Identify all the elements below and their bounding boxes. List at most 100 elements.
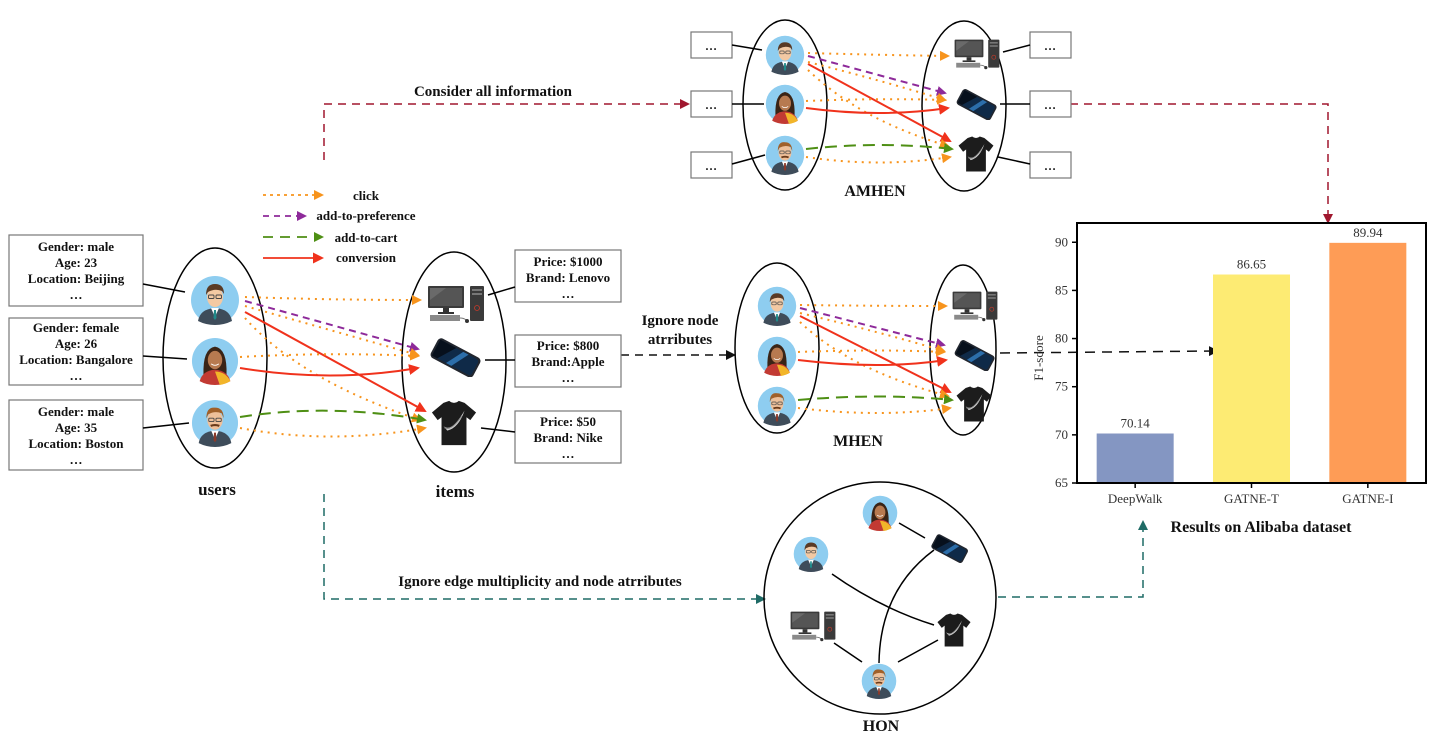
y-tick-label: 85: [1055, 282, 1068, 297]
mhen-female-user-icon: [757, 336, 797, 376]
x-tick-label: GATNE-I: [1342, 491, 1393, 506]
y-tick-label: 70: [1055, 427, 1068, 442]
hon-computer-icon: [790, 611, 836, 642]
svg-text:Gender: male: Gender: male: [38, 239, 114, 254]
items-ellipse: [401, 251, 507, 473]
amhen-female-user-icon: [765, 84, 805, 124]
chart-ylabel: F1-score: [1031, 335, 1046, 381]
amhen-phone-icon: [955, 88, 998, 120]
svg-text:…: …: [70, 287, 83, 302]
svg-text:Brand: Lenovo: Brand: Lenovo: [526, 270, 610, 285]
amhen-title: AMHEN: [844, 183, 906, 200]
user-attributes-3: Gender: male Age: 35 Location: Boston …: [8, 399, 144, 471]
svg-text:Brand: Nike: Brand: Nike: [534, 430, 603, 445]
hon-flow-arrow: [323, 494, 766, 604]
item-attributes-3: Price: $50 Brand: Nike …: [514, 410, 622, 464]
smartphone-icon: [429, 337, 482, 377]
legend-preference-label: add-to-preference: [316, 208, 415, 223]
mhen-shirt-icon: [956, 386, 992, 422]
hon-title: HON: [863, 718, 900, 735]
svg-text:Age: 23: Age: 23: [55, 255, 98, 270]
amhen-to-chart-arrow: [1070, 103, 1333, 224]
svg-text:Price: $800: Price: $800: [537, 338, 599, 353]
hon-shirt-icon: [937, 613, 971, 647]
bar-value-label: 86.65: [1237, 257, 1266, 272]
svg-text:Price: $50: Price: $50: [540, 414, 596, 429]
item-attributes-2: Price: $800 Brand:Apple …: [514, 334, 622, 388]
hon-male-user-icon: [793, 536, 829, 572]
svg-text:…: …: [705, 39, 717, 53]
mhen-flow-label-1: Ignore node: [642, 313, 719, 329]
male-user-glasses-icon: [190, 275, 240, 325]
amhen-shirt-icon: [958, 136, 994, 172]
y-tick-label: 65: [1055, 475, 1068, 490]
users-title: users: [198, 480, 236, 499]
bar-gatne-t: [1213, 274, 1290, 483]
bar-value-label: 89.94: [1353, 225, 1383, 240]
mhen-male-user-2-icon: [757, 386, 797, 426]
hon-phone-icon: [930, 533, 969, 563]
svg-text:…: …: [562, 286, 575, 301]
svg-text:…: …: [70, 452, 83, 467]
svg-text:Location: Bangalore: Location: Bangalore: [19, 352, 133, 367]
svg-text:…: …: [705, 159, 717, 173]
mhen-phone-icon: [953, 339, 996, 371]
legend-click-label: click: [353, 188, 380, 203]
svg-text:…: …: [1044, 39, 1056, 53]
svg-text:…: …: [562, 446, 575, 461]
svg-text:…: …: [70, 368, 83, 383]
chart-title: Results on Alibaba dataset: [1171, 519, 1353, 536]
y-tick-label: 75: [1055, 379, 1068, 394]
bar-value-label: 70.14: [1121, 416, 1151, 431]
svg-text:Location: Beijing: Location: Beijing: [28, 271, 125, 286]
mhen-network: MHEN: [734, 262, 998, 450]
amhen-flow-arrow: [323, 99, 690, 160]
main-edges: [239, 294, 427, 438]
svg-text:Price: $1000: Price: $1000: [534, 254, 603, 269]
hon-to-chart-arrow: [998, 520, 1148, 598]
results-bar-chart: 70.14 86.65 89.94 65 70 75 80 85 90 DeepWalk GAT…: [1031, 222, 1427, 536]
user-attributes-1: Gender: male Age: 23 Location: Beijing …: [8, 234, 144, 307]
male-user-mustache-icon: [191, 399, 239, 447]
legend-cart-label: add-to-cart: [335, 230, 398, 245]
female-user-icon: [191, 337, 239, 385]
user-attributes-2: Gender: female Age: 26 Location: Bangalo…: [8, 317, 144, 386]
amhen-male-user-icon: [765, 35, 805, 75]
amhen-edges: [805, 50, 954, 164]
tshirt-icon: [431, 400, 477, 446]
legend-conversion-label: conversion: [336, 250, 397, 265]
svg-text:Location: Boston: Location: Boston: [29, 436, 125, 451]
svg-text:…: …: [705, 98, 717, 112]
main-graph: Gender: male Age: 23 Location: Beijing ……: [8, 234, 622, 501]
svg-text:Gender: male: Gender: male: [38, 404, 114, 419]
bar-deepwalk: [1096, 433, 1174, 483]
amhen-flow-label: Consider all information: [414, 84, 573, 100]
hon-female-user-icon: [862, 495, 898, 531]
legend: click add-to-preference add-to-cart conv…: [263, 188, 416, 265]
hon-flow-label: Ignore edge multiplicity and node atrrib…: [398, 574, 682, 590]
desktop-computer-icon: [427, 285, 485, 324]
svg-text:…: …: [562, 370, 575, 385]
items-title: items: [436, 482, 475, 501]
chart-frame: [1076, 222, 1427, 484]
hon-network: HON: [763, 481, 997, 735]
users-ellipse: [162, 247, 268, 469]
amhen-male-user-2-icon: [765, 135, 805, 175]
hon-male-user-2-icon: [861, 663, 897, 699]
mhen-edges: [797, 300, 954, 415]
svg-text:…: …: [1044, 98, 1056, 112]
mhen-to-chart-arrow: [999, 346, 1219, 357]
x-tick-label: DeepWalk: [1108, 491, 1163, 506]
amhen-computer-icon: [954, 39, 1000, 70]
svg-text:Age: 26: Age: 26: [55, 336, 98, 351]
bar-gatne-i: [1329, 242, 1407, 483]
mhen-computer-icon: [952, 291, 998, 322]
svg-text:…: …: [1044, 159, 1056, 173]
x-tick-label: GATNE-T: [1224, 491, 1279, 506]
svg-text:Age: 35: Age: 35: [55, 420, 98, 435]
y-tick-label: 90: [1055, 234, 1068, 249]
svg-text:Gender: female: Gender: female: [33, 320, 120, 335]
mhen-male-user-icon: [757, 286, 797, 326]
y-tick-label: 80: [1055, 331, 1068, 346]
